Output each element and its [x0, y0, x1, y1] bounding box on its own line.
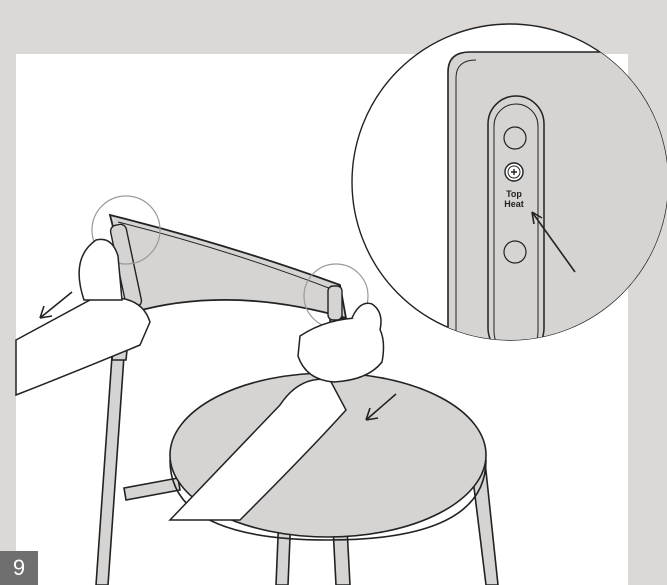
backrest — [109, 215, 346, 320]
zoom-label-line1: Top — [506, 189, 522, 199]
screw-icon — [505, 163, 523, 181]
zoom-callout: Top Heat — [352, 24, 667, 356]
step-number-badge: 9 — [0, 551, 38, 585]
bracket-right — [328, 286, 342, 320]
zoom-label-line2: Heat — [504, 199, 524, 209]
